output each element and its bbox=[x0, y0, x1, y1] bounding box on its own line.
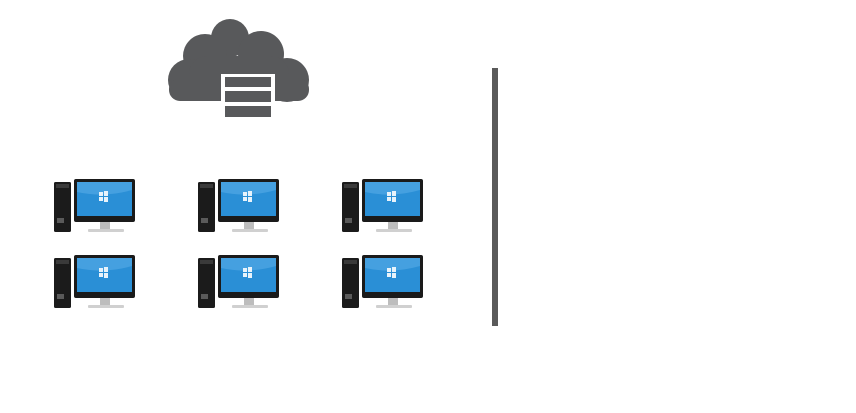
desktop-computer-icon bbox=[196, 178, 286, 236]
desktop-computer-icon bbox=[52, 178, 142, 236]
desktop-computer-icon bbox=[196, 254, 286, 312]
computer-grid bbox=[52, 178, 432, 313]
desktop-computer-icon bbox=[52, 254, 142, 312]
desktop-computer-icon bbox=[340, 178, 430, 236]
cloud-server-icon bbox=[165, 16, 313, 122]
vertical-divider bbox=[492, 68, 498, 326]
desktop-computer-icon bbox=[340, 254, 430, 312]
